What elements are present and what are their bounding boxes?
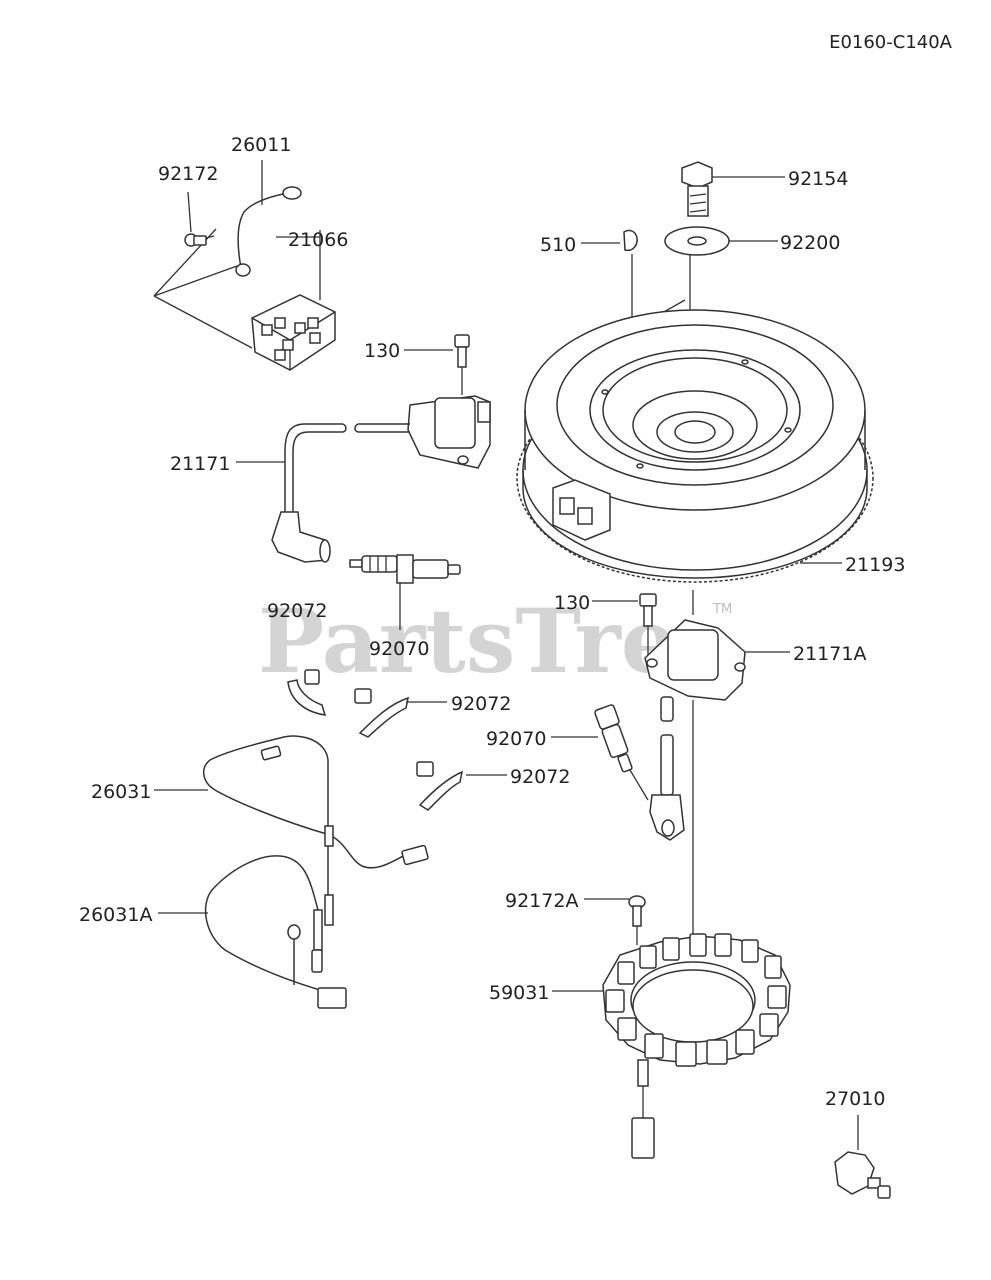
leader-lines [154, 160, 842, 992]
stator-59031-part[interactable] [602, 933, 791, 1159]
key-510-part[interactable] [623, 229, 638, 252]
screw-92172-part[interactable] [184, 233, 215, 247]
harness-26031-part[interactable] [203, 735, 429, 869]
bolt-92154-part[interactable] [681, 161, 713, 217]
label-21066[interactable]: 21066 [288, 229, 348, 251]
label-59031[interactable]: 59031 [489, 982, 549, 1004]
label-92154[interactable]: 92154 [788, 168, 848, 190]
regulator-group [153, 186, 336, 371]
ignition-coil-21171-part[interactable] [271, 334, 491, 563]
label-21171[interactable]: 21171 [170, 453, 230, 475]
ignition-coil-21171a-part[interactable] [644, 619, 746, 841]
clip-92072-a-part[interactable] [287, 669, 327, 716]
clip-92072-b-part[interactable] [354, 688, 409, 738]
spark-plug-92070-right-part[interactable] [594, 704, 649, 801]
label-92200[interactable]: 92200 [780, 232, 840, 254]
trademark: TM [712, 602, 732, 617]
label-92070-left[interactable]: 92070 [369, 638, 429, 660]
label-92072-c[interactable]: 92072 [510, 766, 570, 788]
washer-92200-part[interactable] [664, 226, 730, 256]
label-130-right[interactable]: 130 [554, 592, 590, 614]
clip-92072-c-part[interactable] [416, 761, 464, 811]
label-26031[interactable]: 26031 [91, 781, 151, 803]
label-92172a[interactable]: 92172A [505, 890, 578, 912]
label-130-left[interactable]: 130 [364, 340, 400, 362]
switch-27010-part[interactable] [834, 1115, 891, 1199]
label-27010[interactable]: 27010 [825, 1088, 885, 1110]
label-26031a[interactable]: 26031A [79, 904, 152, 926]
diagram-code: E0160-C140A [829, 32, 953, 53]
label-92070-right[interactable]: 92070 [486, 728, 546, 750]
spark-plug-92070-left-part[interactable] [349, 554, 461, 630]
screw-92172a-part[interactable] [628, 895, 646, 945]
label-21193[interactable]: 21193 [845, 554, 905, 576]
label-92072-a[interactable]: 92072 [267, 600, 327, 622]
label-21171a[interactable]: 21171A [793, 643, 866, 665]
regulator-21066-part[interactable] [251, 294, 336, 371]
flywheel-21193-part[interactable] [516, 309, 874, 583]
label-510[interactable]: 510 [540, 234, 576, 256]
screw-130-right-part[interactable] [639, 593, 657, 655]
label-26011[interactable]: 26011 [231, 134, 291, 156]
ground-lead-26011-part[interactable] [235, 186, 302, 277]
harness-26031a-part[interactable] [204, 846, 347, 1009]
label-92172[interactable]: 92172 [158, 163, 218, 185]
label-92072-b[interactable]: 92072 [451, 693, 511, 715]
